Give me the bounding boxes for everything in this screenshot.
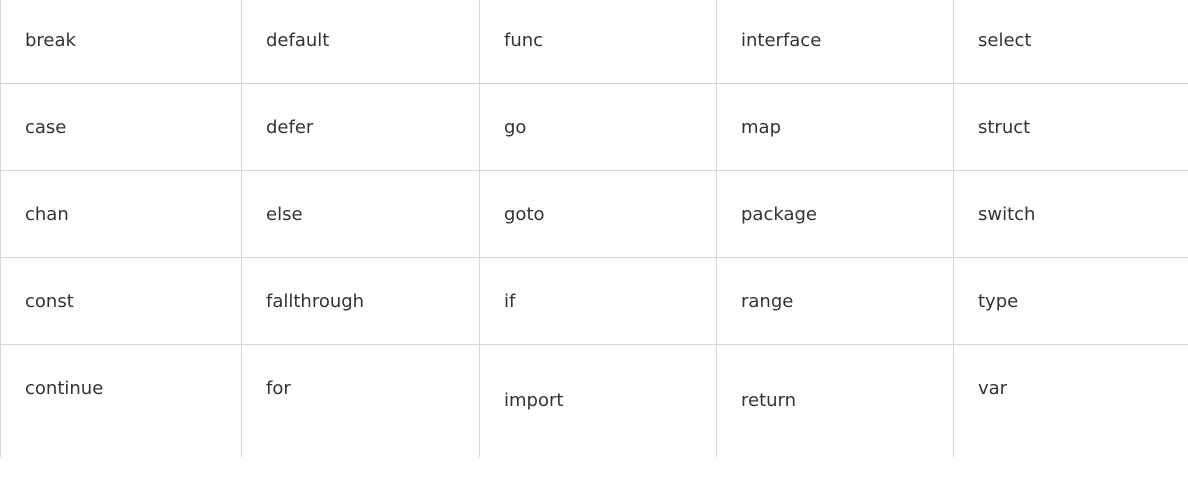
table-cell: struct xyxy=(953,83,1188,171)
table-cell: else xyxy=(241,170,480,258)
table-cell: interface xyxy=(716,0,954,84)
table-row: case defer go map struct xyxy=(0,83,1188,171)
table-row: continue for import return var xyxy=(0,344,1188,457)
table-cell: return xyxy=(716,344,954,457)
table-cell: range xyxy=(716,257,954,345)
table-cell: var xyxy=(953,344,1188,457)
table-cell: map xyxy=(716,83,954,171)
table-cell: defer xyxy=(241,83,480,171)
table-row: const fallthrough if range type xyxy=(0,257,1188,345)
table-cell: continue xyxy=(0,344,242,457)
table-cell: func xyxy=(479,0,717,84)
table-cell: const xyxy=(0,257,242,345)
table-cell: fallthrough xyxy=(241,257,480,345)
table-cell: type xyxy=(953,257,1188,345)
table-cell: switch xyxy=(953,170,1188,258)
table-cell: goto xyxy=(479,170,717,258)
table-cell: package xyxy=(716,170,954,258)
table-cell: default xyxy=(241,0,480,84)
table-cell: case xyxy=(0,83,242,171)
table-cell: if xyxy=(479,257,717,345)
go-keywords-table: break default func interface select case… xyxy=(0,0,1188,457)
table-row: chan else goto package switch xyxy=(0,170,1188,258)
table-cell: for xyxy=(241,344,480,457)
table-cell: go xyxy=(479,83,717,171)
table-cell: break xyxy=(0,0,242,84)
table-cell: select xyxy=(953,0,1188,84)
table-cell: chan xyxy=(0,170,242,258)
table-cell: import xyxy=(479,344,717,457)
table-row: break default func interface select xyxy=(0,0,1188,84)
